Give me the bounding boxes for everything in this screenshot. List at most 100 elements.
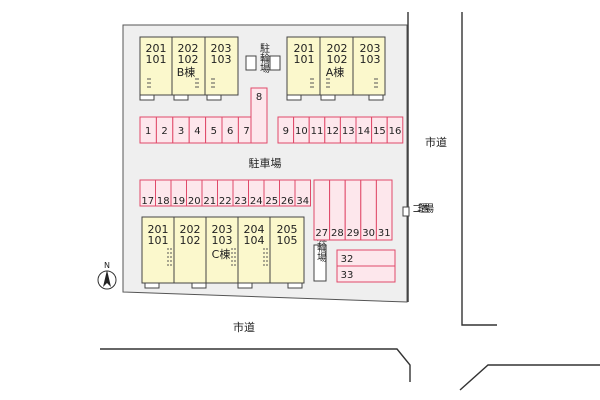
parking-stall-label: 1 (145, 126, 151, 137)
road-lines (100, 12, 600, 391)
parking-stall-18: 18 (155, 179, 172, 207)
parking-stall-30: 30 (360, 179, 377, 241)
building-c: 201 101 202 102 203 103 204 104 205 105 … (141, 216, 305, 289)
parking-stall-11: 11 (308, 116, 326, 144)
c-building-name: C棟 (212, 247, 231, 261)
parking-stall-13: 13 (339, 116, 357, 144)
parking-stall-label: 21 (203, 196, 216, 207)
parking-stall-15: 15 (371, 116, 388, 144)
parking-stall-label: 33 (341, 270, 354, 281)
parking-stall-14: 14 (355, 116, 373, 144)
c-room-upper-5: 205 (277, 223, 298, 236)
parking-stall-label: 27 (315, 228, 328, 239)
parking-stall-label: 24 (250, 196, 263, 207)
parking-stall-label: 15 (373, 126, 386, 137)
parking-stall-31: 31 (375, 179, 393, 241)
building-b: 201 101 202 102 203 103 B棟 (139, 36, 239, 101)
parking-stall-8: 8 (250, 87, 268, 144)
parking-stall-27: 27 (313, 179, 331, 241)
parking-stall-2: 2 (155, 116, 174, 144)
b-room-upper-3: 203 (211, 42, 232, 55)
a-room-lower-3: 103 (360, 53, 381, 66)
parking-stall-16: 16 (386, 116, 404, 144)
b-room-upper-2: 202 (178, 42, 199, 55)
north-arrow-icon: N (97, 261, 117, 290)
road-label-bottom: 市道 (233, 320, 255, 334)
a-room-lower-2: 102 (327, 53, 348, 66)
parking-stall-label: 11 (311, 126, 324, 137)
parking-stall-1: 1 (139, 116, 157, 144)
parking-stall-label: 8 (256, 92, 262, 103)
c-room-upper-1: 201 (148, 223, 169, 236)
garbage-area: ゴミ置場 (402, 202, 434, 217)
parking-stall-20: 20 (186, 179, 203, 207)
parking-stall-label: 29 (347, 228, 360, 239)
c-room-upper-4: 204 (244, 223, 265, 236)
parking-stall-29: 29 (344, 179, 362, 241)
parking-stall-label: 19 (172, 196, 185, 207)
parking-stall-17: 17 (139, 179, 156, 207)
parking-stall-label: 3 (178, 126, 184, 137)
parking-stall-32: 32 (336, 249, 396, 267)
a-room-upper-1: 201 (294, 42, 315, 55)
parking-stall-22: 22 (217, 179, 234, 207)
parking-stall-label: 2 (161, 126, 167, 137)
parking-stall-19: 19 (170, 179, 187, 207)
garbage-label: ゴミ置場 (412, 202, 434, 215)
parking-stall-3: 3 (172, 116, 190, 144)
parking-stall-4: 4 (188, 116, 207, 144)
parking-stall-label: 13 (342, 126, 355, 137)
parking-stall-label: 16 (389, 126, 402, 137)
c-room-lower-1: 101 (148, 234, 169, 247)
north-label: N (104, 261, 110, 270)
parking-stall-label: 18 (157, 196, 170, 207)
a-building-name: A棟 (326, 65, 345, 79)
parking-stall-label: 17 (141, 196, 154, 207)
parking-stall-label: 20 (188, 196, 201, 207)
parking-stall-label: 6 (227, 126, 233, 137)
parking-stall-10: 10 (293, 116, 310, 144)
c-room-lower-3: 103 (212, 234, 233, 247)
c-room-upper-3: 203 (212, 223, 233, 236)
parking-stall-label: 30 (362, 228, 375, 239)
parking-area-label: 駐車場 (249, 156, 282, 170)
bike-parking-top: 駐輪場 (245, 42, 281, 74)
c-room-upper-2: 202 (180, 223, 201, 236)
parking-stall-25: 25 (263, 179, 280, 207)
bike-parking-top-label: 駐輪場 (258, 42, 270, 74)
parking-stall-6: 6 (221, 116, 239, 144)
parking-stall-28: 28 (329, 179, 346, 241)
parking-stall-21: 21 (201, 179, 218, 207)
parking-stall-33: 33 (336, 265, 396, 283)
road-label-right: 市道 (425, 135, 447, 149)
building-a: 201 101 202 102 203 103 A棟 (286, 36, 386, 101)
c-room-lower-2: 102 (180, 234, 201, 247)
parking-stall-label: 23 (234, 196, 247, 207)
parking-stall-24: 24 (248, 179, 265, 207)
b-building-name: B棟 (177, 65, 196, 79)
parking-stall-label: 25 (265, 196, 278, 207)
parking-stall-label: 12 (326, 126, 339, 137)
a-room-upper-2: 202 (327, 42, 348, 55)
a-room-lower-1: 101 (294, 53, 315, 66)
parking-stall-label: 10 (295, 126, 308, 137)
parking-stall-23: 23 (232, 179, 249, 207)
a-room-upper-3: 203 (360, 42, 381, 55)
parking-stall-5: 5 (205, 116, 223, 144)
b-room-upper-1: 201 (146, 42, 167, 55)
parking-stall-label: 7 (243, 126, 249, 137)
parking-stall-26: 26 (279, 179, 296, 207)
parking-stall-label: 22 (219, 196, 232, 207)
parking-stall-34: 34 (294, 179, 311, 207)
parking-stall-label: 5 (211, 126, 217, 137)
parking-stall-label: 34 (296, 196, 309, 207)
c-room-lower-4: 104 (244, 234, 265, 247)
parking-stall-label: 28 (331, 228, 344, 239)
parking-stall-label: 9 (283, 126, 289, 137)
b-room-lower-3: 103 (211, 53, 232, 66)
b-room-lower-1: 101 (146, 53, 167, 66)
parking-stall-label: 26 (281, 196, 294, 207)
b-room-lower-2: 102 (178, 53, 199, 66)
